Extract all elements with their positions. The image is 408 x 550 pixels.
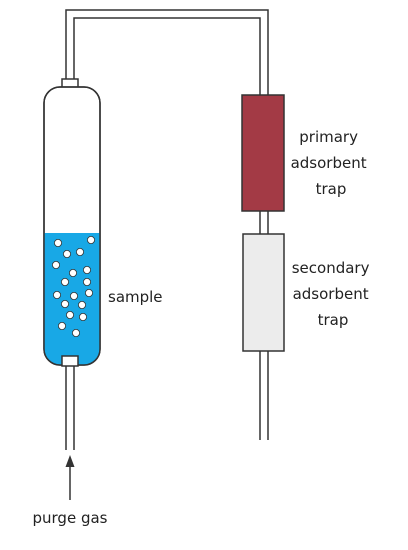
purge-gas-label: purge gas <box>33 509 108 527</box>
bubble <box>53 290 62 299</box>
primary-trap-label-line: trap <box>316 180 347 198</box>
transfer-line-inner-wall <box>73 17 261 95</box>
bubble <box>76 247 85 256</box>
inter-trap-tube <box>259 211 269 234</box>
bubble <box>54 238 63 247</box>
primary-trap-label-line: adsorbent <box>291 154 367 172</box>
bubble <box>58 321 67 330</box>
sample-label: sample <box>108 288 163 306</box>
purge-gas-inlet-tube <box>65 366 75 450</box>
bubble <box>83 265 92 274</box>
primary-trap-label: primary adsorbent trap <box>291 128 372 198</box>
secondary-trap-label-line: adsorbent <box>293 285 369 303</box>
bubble <box>83 277 92 286</box>
bubble <box>79 312 88 321</box>
bubble <box>78 300 87 309</box>
secondary-trap-label-line: secondary <box>292 259 370 277</box>
primary-trap-label-line: primary <box>299 128 358 146</box>
bubble <box>61 299 70 308</box>
bubble <box>69 268 78 277</box>
outlet-tube <box>259 351 269 440</box>
bubble <box>70 291 79 300</box>
secondary-trap-label: secondary adsorbent trap <box>292 259 375 329</box>
sample-vessel <box>43 86 101 366</box>
transfer-line-outer-wall <box>65 9 269 95</box>
vessel-bottom-connector <box>61 355 79 367</box>
purge-gas-arrow <box>65 455 75 500</box>
bubble <box>52 260 61 269</box>
bubble <box>66 310 75 319</box>
primary-adsorbent-trap <box>241 94 285 212</box>
transfer-line <box>65 9 269 95</box>
bubble <box>63 249 72 258</box>
secondary-adsorbent-trap <box>242 233 285 352</box>
bubble <box>61 277 70 286</box>
secondary-trap-label-line: trap <box>318 311 349 329</box>
bubble <box>87 235 96 244</box>
bubble <box>72 328 81 337</box>
bubble <box>85 288 94 297</box>
gas-bubbles <box>52 235 96 337</box>
